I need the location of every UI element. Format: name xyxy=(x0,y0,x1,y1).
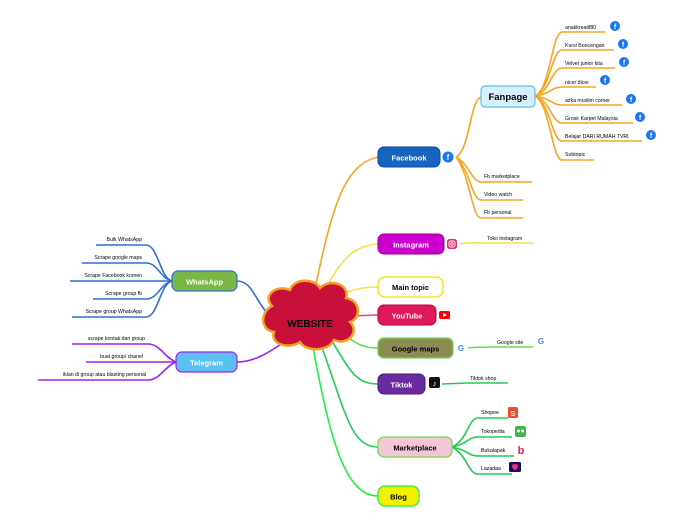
telegram-item[interactable]: buat group/ chanel xyxy=(100,354,143,360)
topic-facebook[interactable]: Facebook xyxy=(377,146,441,168)
fanpage-items: anakkreatif80 Kursi Boncengan Velvet jun… xyxy=(565,25,629,158)
fanpage-item[interactable]: Kursi Boncengan xyxy=(565,43,605,49)
youtube-icon xyxy=(439,311,450,319)
facebook-icon: f xyxy=(600,75,610,85)
svg-text:f: f xyxy=(623,60,626,67)
svg-text:f: f xyxy=(604,78,607,85)
topic-google-maps[interactable]: Google maps xyxy=(377,337,454,359)
facebook-icon: f xyxy=(610,21,620,31)
facebook-item[interactable]: Fb personal xyxy=(484,210,511,216)
whatsapp-item[interactable]: Scrape group fb xyxy=(105,291,142,297)
topic-main-topic-label: Main topic xyxy=(392,283,429,292)
connector-marketplace xyxy=(319,341,379,448)
topic-marketplace-label: Marketplace xyxy=(393,444,436,453)
topic-youtube[interactable]: YouTube xyxy=(377,304,437,326)
marketplace-item[interactable]: Lazadaa xyxy=(481,466,501,472)
fanpage-item[interactable]: nicer dicer xyxy=(565,80,589,86)
fanpage-item[interactable]: Velvet junior kita xyxy=(565,61,603,67)
facebook-items: Fb marketplace Video watch Fb personal xyxy=(484,174,520,216)
topic-tiktok-label: Tiktok xyxy=(391,381,414,390)
svg-text:f: f xyxy=(630,97,633,104)
fanpage-facebook-icons: f f f f f f f xyxy=(600,21,656,140)
whatsapp-item[interactable]: Scrape google maps xyxy=(94,255,142,261)
svg-text:b: b xyxy=(518,445,525,457)
tiktok-icon: ♪ xyxy=(429,377,440,388)
google-icon: G xyxy=(538,337,544,346)
instagram-icon xyxy=(447,239,457,249)
facebook-icon: f xyxy=(442,151,454,163)
fanpage-item[interactable]: Belajar DARI RUMAH TVRI xyxy=(565,134,629,140)
whatsapp-item[interactable]: Scrape Facebook komen xyxy=(84,273,142,279)
svg-text:f: f xyxy=(622,42,625,49)
lazada-icon xyxy=(509,462,521,472)
svg-text:♪: ♪ xyxy=(433,379,437,388)
central-topic-website[interactable]: WEBSITE xyxy=(262,279,359,351)
subtopic-fanpage[interactable]: Fanpage xyxy=(480,85,536,108)
svg-text:G: G xyxy=(538,337,544,346)
svg-text:G: G xyxy=(458,344,464,353)
topic-telegram-label: Telegram xyxy=(190,359,223,368)
fanpage-item[interactable]: Grosir Karpet Malaysia xyxy=(565,116,618,122)
facebook-icon: f xyxy=(626,94,636,104)
central-topic-label: WEBSITE xyxy=(287,319,333,330)
topic-blog[interactable]: Blog xyxy=(377,485,420,507)
topic-instagram[interactable]: Instagram xyxy=(377,233,445,255)
connector-fanpage xyxy=(455,96,482,158)
connector-blog xyxy=(311,341,379,497)
tiktok-item[interactable]: Tiktok shop xyxy=(470,376,496,382)
whatsapp-item[interactable]: Scrape group WhatsApp xyxy=(85,309,142,315)
topic-whatsapp-label: WhatsApp xyxy=(186,278,223,287)
tokopedia-icon xyxy=(515,426,526,437)
topic-google-maps-label: Google maps xyxy=(392,345,440,354)
fanpage-item[interactable]: azka muslim corner xyxy=(565,98,610,104)
topic-tiktok[interactable]: Tiktok xyxy=(377,373,426,395)
subtopic-fanpage-label: Fanpage xyxy=(488,92,527,103)
svg-text:f: f xyxy=(639,115,642,122)
connectors xyxy=(38,31,642,497)
svg-text:S: S xyxy=(511,411,516,418)
google-icon: G xyxy=(458,344,464,353)
facebook-item[interactable]: Video watch xyxy=(484,192,512,198)
fanpage-item[interactable]: Subtopic xyxy=(565,152,586,158)
facebook-icon: f xyxy=(619,57,629,67)
topic-facebook-label: Facebook xyxy=(391,154,427,163)
svg-text:f: f xyxy=(650,133,653,140)
marketplace-item[interactable]: Shopee xyxy=(481,410,499,416)
telegram-items: scrape kontak dari group buat group/ cha… xyxy=(63,336,146,378)
telegram-item[interactable]: iklan di group atau blasting personal xyxy=(63,372,146,378)
google-maps-item[interactable]: Google site xyxy=(497,340,523,346)
marketplace-items: Shopee Tokopedia Bukalapak Lazadaa xyxy=(481,410,506,472)
connector-whatsapp xyxy=(236,280,269,315)
topic-telegram[interactable]: Telegram xyxy=(175,351,238,373)
facebook-icon: f xyxy=(635,112,645,122)
fanpage-item[interactable]: anakkreatif80 xyxy=(565,25,596,31)
whatsapp-items: Bulk WhatsApp Scrape google maps Scrape … xyxy=(84,237,142,315)
topic-whatsapp[interactable]: WhatsApp xyxy=(171,270,238,292)
whatsapp-item[interactable]: Bulk WhatsApp xyxy=(107,237,143,243)
topic-main-topic[interactable]: Main topic xyxy=(377,276,444,298)
topic-instagram-label: Instagram xyxy=(393,241,429,250)
topic-blog-label: Blog xyxy=(390,493,407,502)
instagram-item[interactable]: Toko instagram xyxy=(487,236,522,242)
svg-text:f: f xyxy=(614,24,617,31)
connector-tiktok xyxy=(329,337,379,385)
topic-youtube-label: YouTube xyxy=(392,312,423,321)
facebook-icon: f xyxy=(618,39,628,49)
svg-text:f: f xyxy=(447,153,450,162)
facebook-item[interactable]: Fb marketplace xyxy=(484,174,520,180)
connector-facebook xyxy=(311,156,379,303)
shopee-icon: S xyxy=(508,407,518,418)
bukalapak-icon: b xyxy=(518,445,525,457)
facebook-icon: f xyxy=(646,130,656,140)
topic-marketplace[interactable]: Marketplace xyxy=(377,436,453,458)
marketplace-item[interactable]: Tokopedia xyxy=(481,429,505,435)
telegram-item[interactable]: scrape kontak dari group xyxy=(88,336,145,342)
marketplace-item[interactable]: Bukalapak xyxy=(481,448,506,454)
